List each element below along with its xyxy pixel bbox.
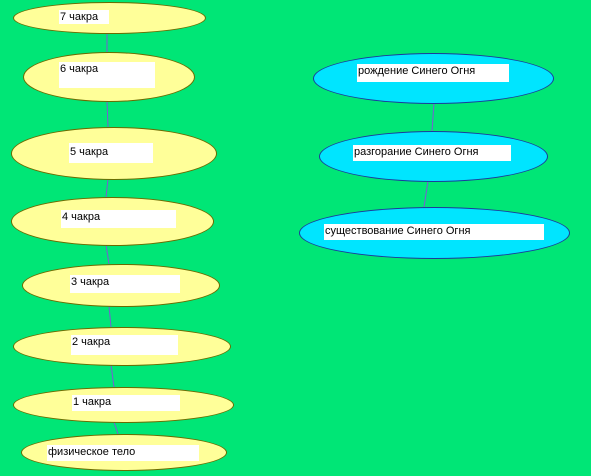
connector-1-body bbox=[113, 421, 119, 435]
chakra-7-node bbox=[13, 2, 206, 34]
chakra-2-label: 2 чакра bbox=[71, 335, 178, 355]
chakra-6-label: 6 чакра bbox=[59, 62, 155, 88]
connector-6-5 bbox=[106, 100, 109, 128]
chakra-6-node bbox=[23, 52, 195, 102]
blue-fire-existence-label: существование Синего Огня bbox=[324, 224, 544, 240]
chakra-5-label: 5 чакра bbox=[69, 143, 153, 163]
chakra-4-node bbox=[11, 197, 214, 246]
connector-4-3 bbox=[105, 244, 110, 265]
connector-kindling-existence bbox=[423, 180, 429, 208]
connector-birth-kindling bbox=[431, 102, 435, 132]
connector-3-2 bbox=[108, 305, 112, 328]
chakra-3-label: 3 чакра bbox=[70, 275, 180, 293]
chakra-2-node bbox=[13, 327, 231, 366]
chakra-4-label: 4 чакра bbox=[61, 210, 176, 228]
connector-5-4 bbox=[105, 178, 109, 198]
chakra-1-label: 1 чакра bbox=[72, 395, 180, 411]
connector-2-1 bbox=[110, 364, 115, 388]
blue-fire-kindling-label: разгорание Синего Огня bbox=[353, 145, 511, 161]
chakra-7-label: 7 чакра bbox=[59, 10, 109, 24]
physical-body-label: физическое тело bbox=[47, 445, 199, 461]
blue-fire-birth-label: рождение Синего Огня bbox=[357, 64, 509, 82]
